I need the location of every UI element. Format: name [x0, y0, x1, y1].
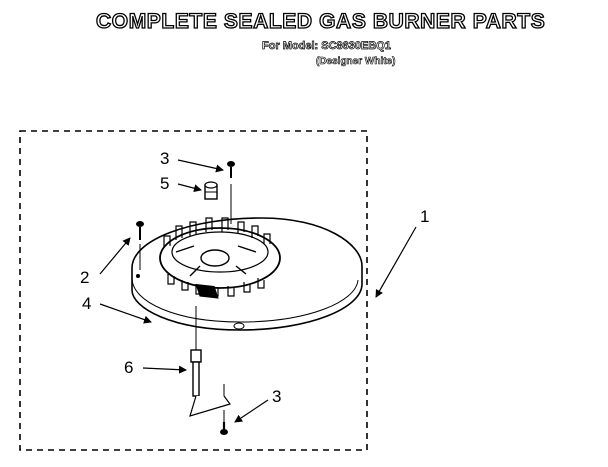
model-line: For Model: SC8630EBQ1 [262, 40, 392, 53]
leader-3-bottom [234, 399, 269, 423]
leader-2 [99, 237, 131, 275]
burner-head [159, 217, 281, 299]
assembly-boundary [19, 130, 368, 451]
orifice-spud [204, 181, 218, 200]
color-line: (Designer White) [316, 56, 396, 68]
callout-3-bottom: 3 [272, 387, 281, 406]
callout-1: 1 [420, 207, 429, 226]
callout-5: 5 [160, 174, 169, 193]
callout-4: 4 [82, 294, 91, 313]
screw-top [227, 161, 235, 224]
screw-left [136, 221, 144, 270]
leader-6 [142, 365, 187, 374]
leader-4 [99, 303, 152, 324]
leader-5 [177, 183, 202, 193]
callout-6: 6 [124, 358, 133, 377]
leader-3-top [177, 159, 224, 173]
screw-bottom [220, 410, 228, 435]
leader-1 [375, 226, 417, 298]
callout-2: 2 [80, 268, 89, 287]
callout-3-top: 3 [160, 149, 169, 168]
diagram-title: COMPLETE SEALED GAS BURNER PARTS [95, 9, 546, 33]
igniter-electrode [189, 306, 231, 417]
